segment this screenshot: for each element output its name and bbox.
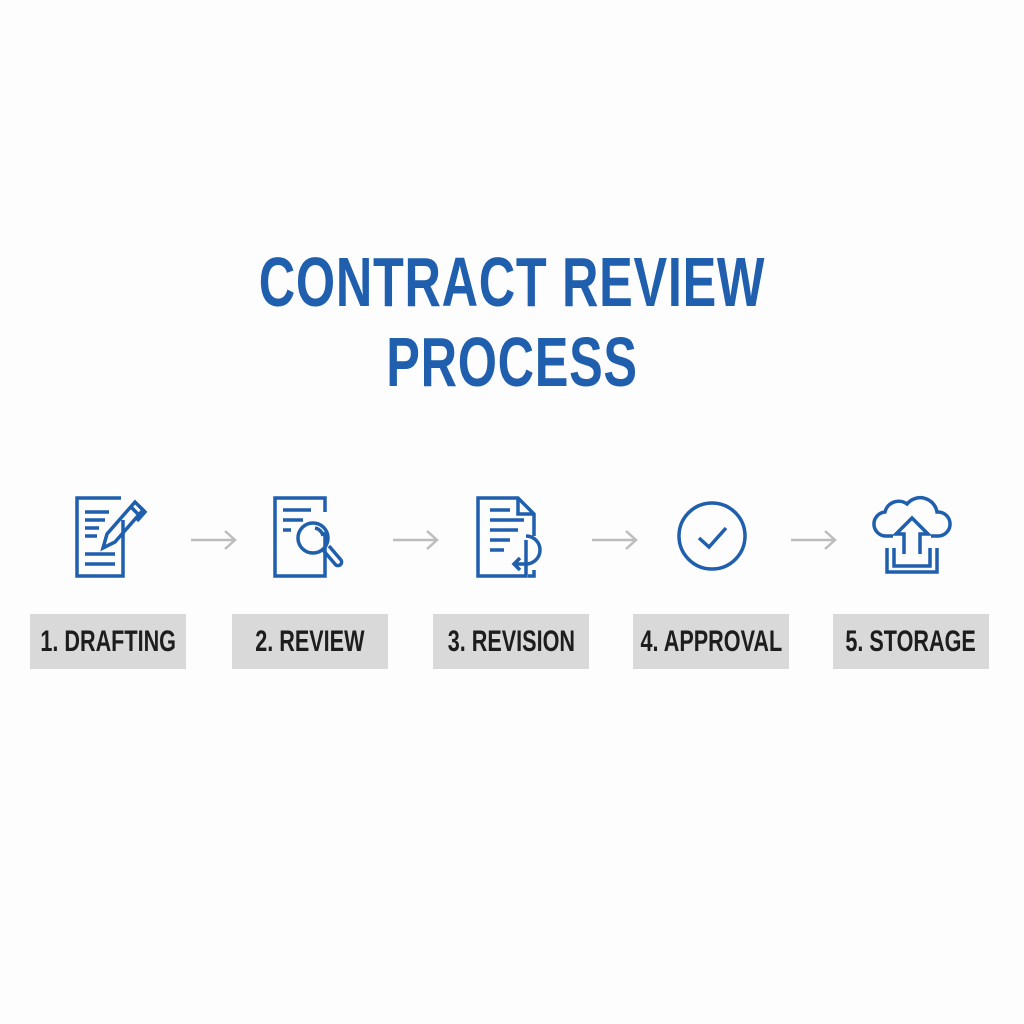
document-magnifier-icon xyxy=(265,490,355,582)
document-revision-icon xyxy=(466,490,556,582)
document-pencil-icon xyxy=(63,490,153,582)
arrow-right-icon xyxy=(789,528,839,552)
step-label-storage: 5. STORAGE xyxy=(833,614,989,669)
step-label-revision: 3. REVISION xyxy=(433,614,589,669)
cloud-upload-icon xyxy=(867,490,957,582)
diagram-title: CONTRACT REVIEW PROCESS xyxy=(258,243,766,401)
arrow-right-icon xyxy=(590,528,640,552)
check-circle-icon xyxy=(667,490,757,582)
arrow-right-icon xyxy=(391,528,441,552)
arrow-right-icon xyxy=(189,528,239,552)
step-label-approval: 4. APPROVAL xyxy=(633,614,789,669)
step-label-drafting: 1. DRAFTING xyxy=(30,614,186,669)
step-label-review: 2. REVIEW xyxy=(232,614,388,669)
